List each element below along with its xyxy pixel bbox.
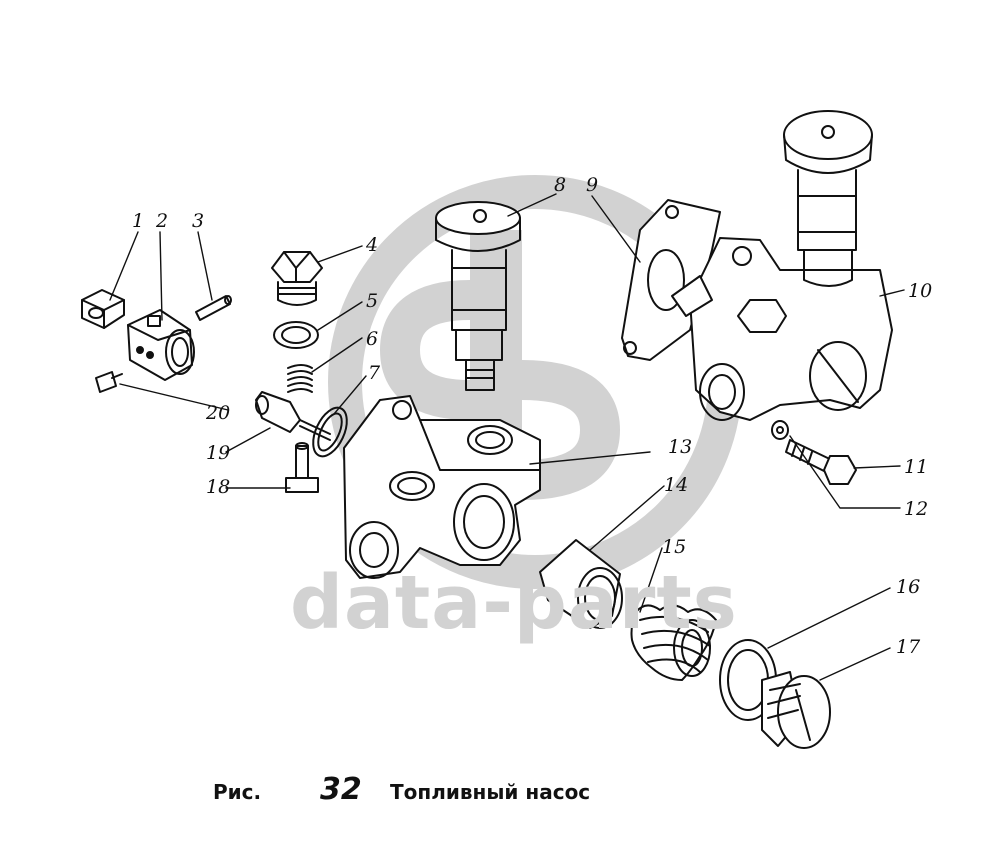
caption-prefix: Рис.: [213, 780, 262, 804]
callout-14: 14: [664, 474, 689, 496]
watermark-text: data-parts: [290, 560, 738, 646]
callout-3: 3: [192, 210, 205, 232]
leader-lines: [109, 193, 905, 681]
part-15-spring: [630, 604, 717, 681]
callout-4: 4: [366, 234, 379, 256]
callout-13: 13: [668, 436, 693, 458]
callout-6: 6: [366, 328, 379, 350]
part-5-washer: [273, 321, 319, 349]
part-11-bolt: [785, 439, 857, 485]
part-3-pin: [195, 295, 232, 321]
callout-1: 1: [132, 210, 145, 232]
part-2-sleeve: [127, 309, 195, 381]
caption-number: 32: [320, 772, 362, 807]
part-4-plug: [271, 251, 323, 306]
part-10-assembled-pump: [671, 110, 893, 421]
part-12-washer: [771, 420, 789, 440]
part-9-gasket: [621, 199, 721, 361]
callout-16: 16: [896, 576, 921, 598]
callout-8: 8: [554, 174, 567, 196]
part-7-ring: [312, 406, 348, 458]
callout-7: 7: [368, 362, 381, 384]
part-18-bolt: [285, 442, 319, 493]
part-19-valve: [255, 391, 331, 441]
callout-15: 15: [662, 536, 687, 558]
callout-10: 10: [908, 280, 933, 302]
callout-20: 20: [206, 402, 231, 424]
part-6-spring: [287, 364, 313, 393]
part-14-cup: [539, 539, 623, 629]
callout-17: 17: [896, 636, 921, 658]
part-20-screw: [95, 371, 123, 393]
callout-5: 5: [366, 290, 379, 312]
part-8-primer: [435, 201, 521, 391]
callout-9: 9: [586, 174, 599, 196]
callout-11: 11: [904, 456, 929, 478]
part-13-pump-body: [343, 395, 541, 579]
part-17-cap: [761, 671, 831, 749]
callout-19: 19: [206, 442, 231, 464]
caption-title: Топливный насос: [390, 780, 591, 804]
callout-12: 12: [904, 498, 929, 520]
part-1-nut: [81, 289, 125, 329]
callout-18: 18: [206, 476, 231, 498]
callout-2: 2: [156, 210, 169, 232]
